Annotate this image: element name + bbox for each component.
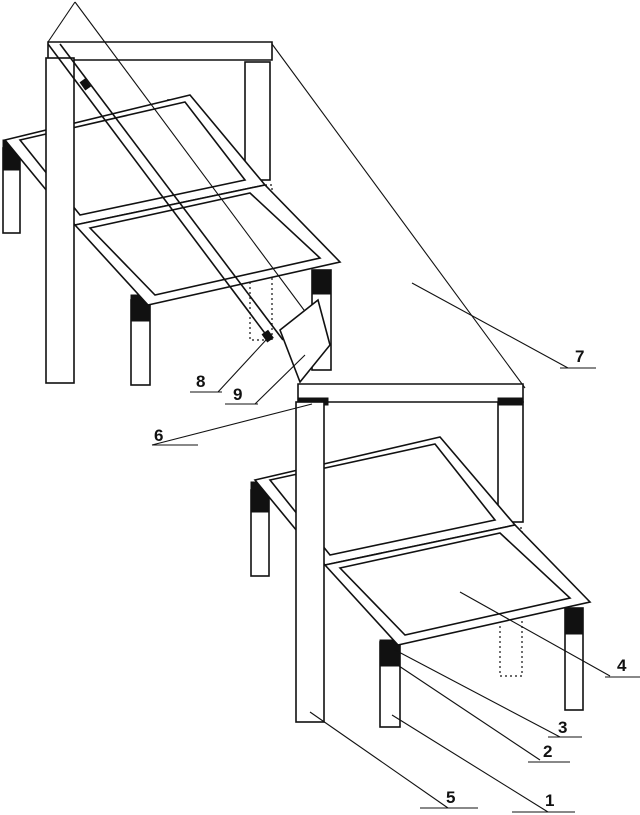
lower-frame-hinge-right bbox=[497, 397, 524, 406]
label-6: 6 bbox=[154, 426, 163, 445]
upper-frame-top bbox=[47, 41, 273, 61]
label-5: 5 bbox=[446, 788, 455, 807]
label-3: 3 bbox=[558, 718, 567, 737]
connector-plate bbox=[279, 298, 331, 384]
upper-apex-right bbox=[74, 1, 331, 346]
lower-front-leg-left bbox=[295, 401, 325, 723]
label-8: 8 bbox=[196, 372, 205, 391]
label-1: 1 bbox=[545, 791, 554, 810]
upper-apex-left bbox=[47, 1, 76, 43]
leader-4 bbox=[459, 591, 611, 677]
rod-marker-top bbox=[79, 78, 92, 91]
labels: 1 2 3 4 5 6 7 8 9 bbox=[154, 347, 627, 810]
upper-short-leg-right-cap bbox=[311, 269, 332, 295]
upper-front-leg-left bbox=[45, 57, 75, 384]
label-9: 9 bbox=[233, 385, 242, 404]
leader-lines bbox=[151, 282, 640, 813]
upper-rod bbox=[47, 43, 271, 341]
upper-back-leg bbox=[244, 61, 271, 181]
leader-2 bbox=[389, 659, 541, 761]
leader-3 bbox=[394, 649, 561, 738]
upper-panel-front-inner bbox=[88, 192, 322, 296]
label-7: 7 bbox=[575, 347, 584, 366]
leader-9 bbox=[254, 354, 306, 405]
leader-1 bbox=[391, 714, 549, 813]
lower-frame-top bbox=[297, 383, 524, 403]
upper-rod-2 bbox=[59, 43, 284, 341]
label-4: 4 bbox=[617, 656, 627, 675]
lower-apex-line bbox=[271, 43, 526, 389]
upper-table bbox=[2, 1, 342, 386]
label-2: 2 bbox=[543, 742, 552, 761]
lower-short-leg-right-cap bbox=[564, 607, 584, 635]
rod-marker-bottom bbox=[261, 329, 274, 343]
leader-6 bbox=[151, 403, 313, 446]
leader-5 bbox=[309, 711, 449, 809]
leader-7 bbox=[411, 282, 569, 369]
lower-back-leg bbox=[497, 401, 524, 523]
lower-panel-front-inner bbox=[338, 532, 572, 636]
leader-8 bbox=[217, 339, 267, 393]
lower-table bbox=[250, 43, 592, 728]
